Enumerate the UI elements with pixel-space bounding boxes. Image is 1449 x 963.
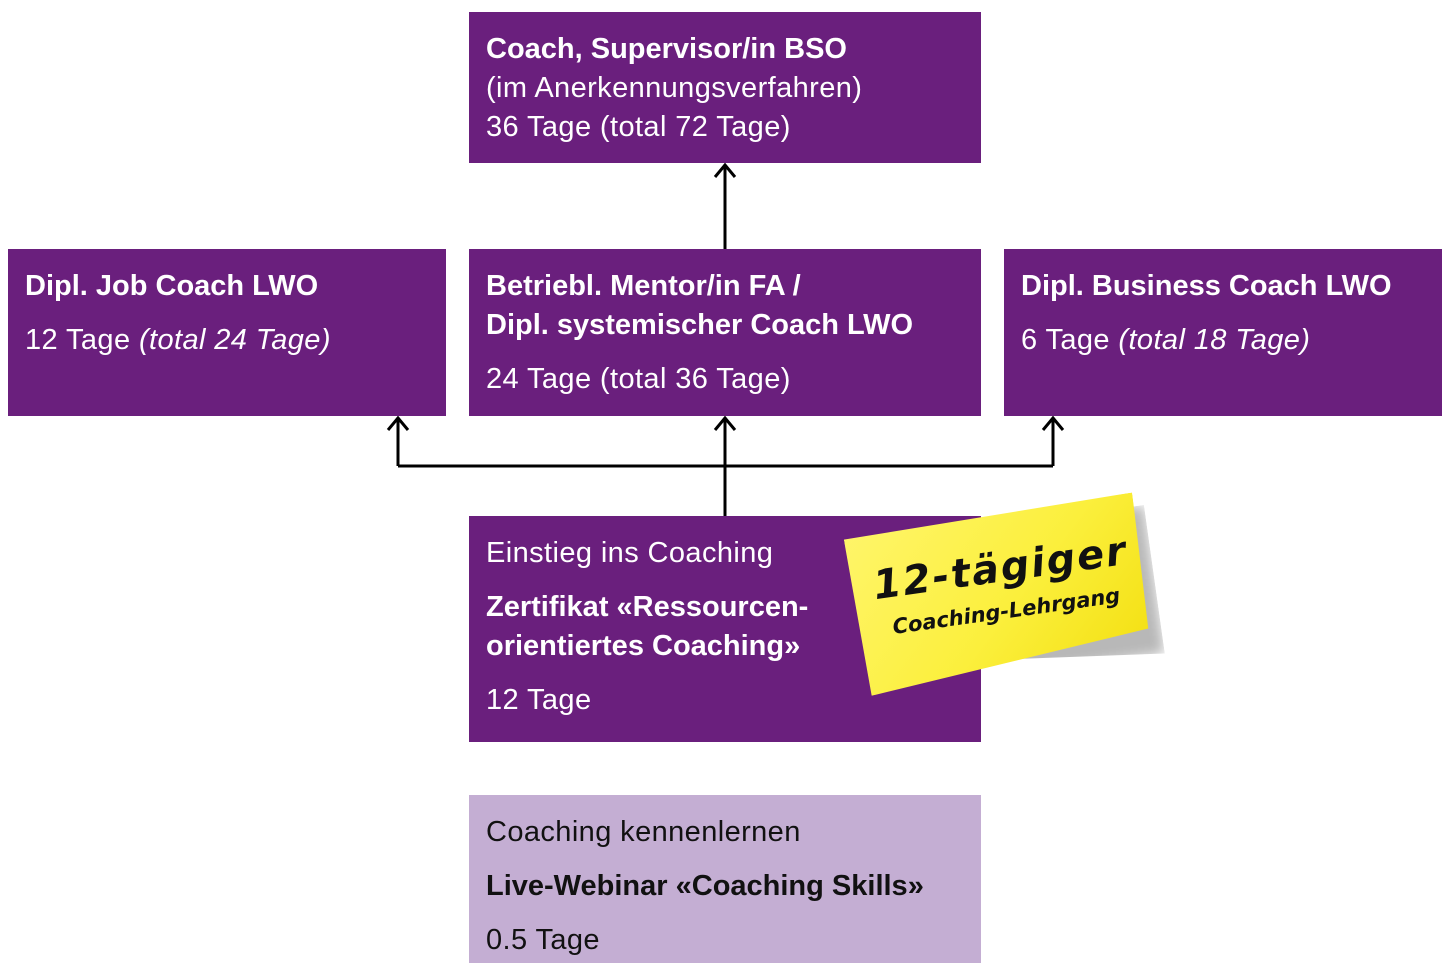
box-live-webinar: Coaching kennenlernen Live-Webinar «Coac… [469, 795, 981, 963]
bso-days: 36 Tage (total 72 Tage) [486, 111, 791, 143]
box-business-coach: Dipl. Business Coach LWO 6 Tage (total 1… [1004, 249, 1442, 416]
mentor-title-line1: Betriebl. Mentor/in FA / [486, 270, 801, 302]
business-coach-duration: 6 Tage (total 18 Tage) [1021, 321, 1425, 360]
business-coach-days: 6 Tage [1021, 324, 1110, 356]
mentor-days: 24 Tage (total 36 Tage) [486, 363, 791, 395]
einstieg-title-line1: Zertifikat «Ressourcen- [486, 591, 809, 623]
arrowhead-mentor [713, 415, 737, 431]
job-coach-days: 12 Tage [25, 324, 131, 356]
arrowhead-business-coach [1041, 415, 1065, 431]
arrowhead-bso [713, 162, 737, 178]
box-coach-supervisor-bso: Coach, Supervisor/in BSO (im Anerkennung… [469, 12, 981, 163]
webinar-days: 0.5 Tage [486, 924, 600, 956]
job-coach-total: (total 24 Tage) [138, 324, 331, 356]
arrowhead-job-coach [386, 415, 410, 431]
einstieg-heading: Einstieg ins Coaching [486, 537, 774, 569]
einstieg-title-line2: orientiertes Coaching» [486, 630, 801, 662]
job-coach-title: Dipl. Job Coach LWO [25, 270, 319, 302]
bso-subtitle: (im Anerkennungsverfahren) [486, 72, 863, 104]
webinar-title: Live-Webinar «Coaching Skills» [486, 870, 924, 902]
box-mentor-systemic-coach: Betriebl. Mentor/in FA / Dipl. systemisc… [469, 249, 981, 416]
mentor-title-line2: Dipl. systemischer Coach LWO [486, 309, 914, 341]
business-coach-title: Dipl. Business Coach LWO [1021, 270, 1392, 302]
webinar-heading: Coaching kennenlernen [486, 816, 801, 848]
box-job-coach: Dipl. Job Coach LWO 12 Tage (total 24 Ta… [8, 249, 446, 416]
job-coach-duration: 12 Tage (total 24 Tage) [25, 321, 429, 360]
einstieg-days: 12 Tage [486, 684, 592, 716]
business-coach-total: (total 18 Tage) [1118, 324, 1311, 356]
bso-title: Coach, Supervisor/in BSO [486, 33, 847, 65]
